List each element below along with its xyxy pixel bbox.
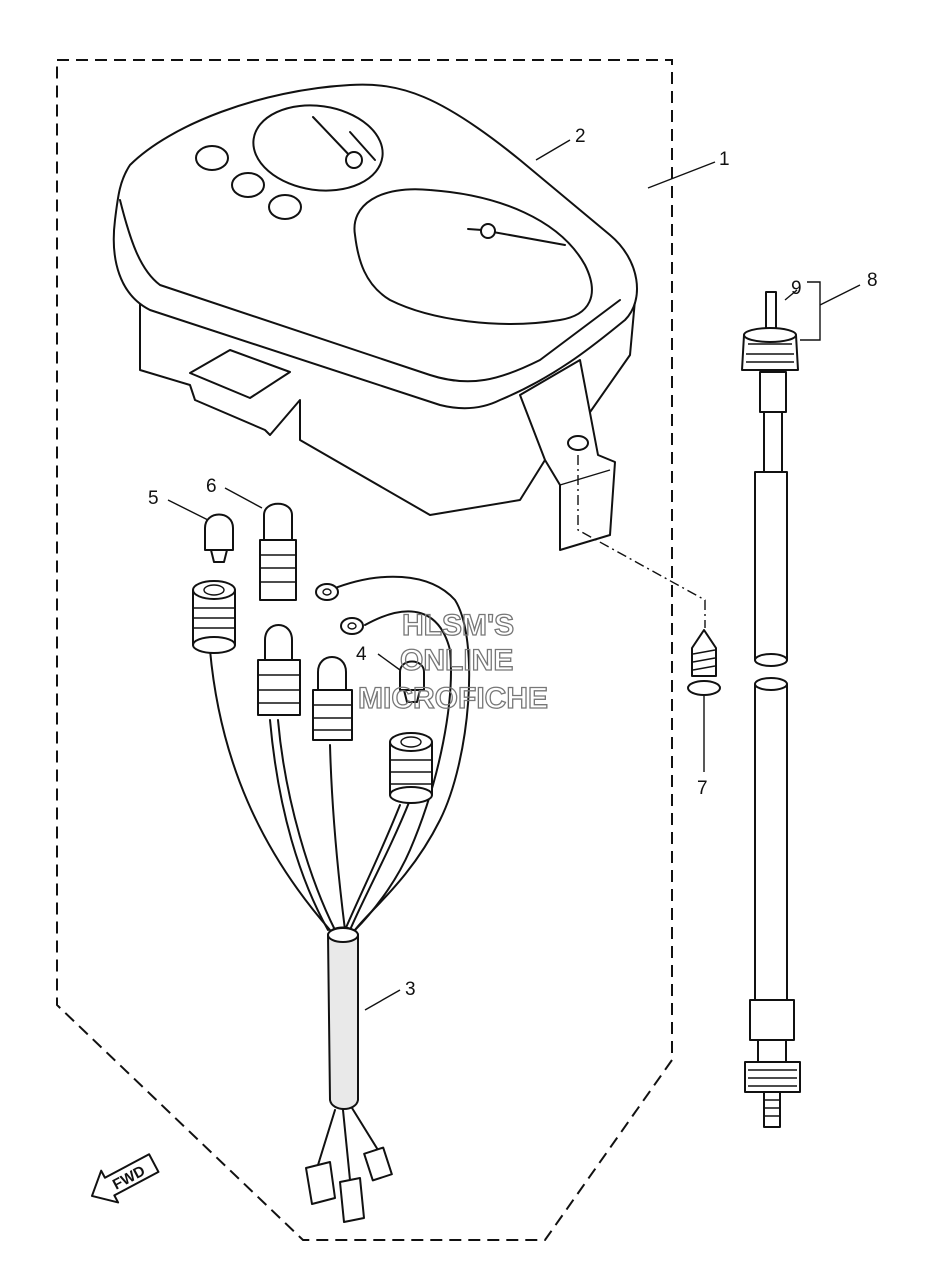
callout-3: 3 [405, 979, 416, 1000]
callout-1: 1 [719, 149, 730, 170]
svg-text:HLSM'S: HLSM'S [402, 609, 514, 642]
callout-8: 8 [867, 270, 878, 291]
leader-lines [167, 139, 861, 1011]
wire-harness [209, 575, 471, 1223]
bulb-sockets [192, 502, 433, 804]
forward-arrow-icon: FWD [90, 1153, 160, 1204]
meter-assembly [112, 83, 638, 551]
callout-5: 5 [148, 488, 159, 509]
callout-7: 7 [697, 778, 708, 799]
callout-2: 2 [575, 126, 586, 147]
bulbs [204, 513, 425, 703]
screw [687, 629, 721, 772]
meter-cable [741, 291, 801, 1128]
svg-text:ONLINE: ONLINE [400, 644, 513, 677]
callout-9: 9 [791, 278, 802, 299]
assembly-boundary [56, 59, 673, 1241]
watermark: HLSM'S ONLINE MICROFICHE [357, 608, 548, 715]
callout-4: 4 [356, 644, 367, 665]
alignment-centerline [577, 455, 706, 628]
svg-text:MICROFICHE: MICROFICHE [358, 682, 548, 715]
callout-6: 6 [206, 476, 217, 497]
